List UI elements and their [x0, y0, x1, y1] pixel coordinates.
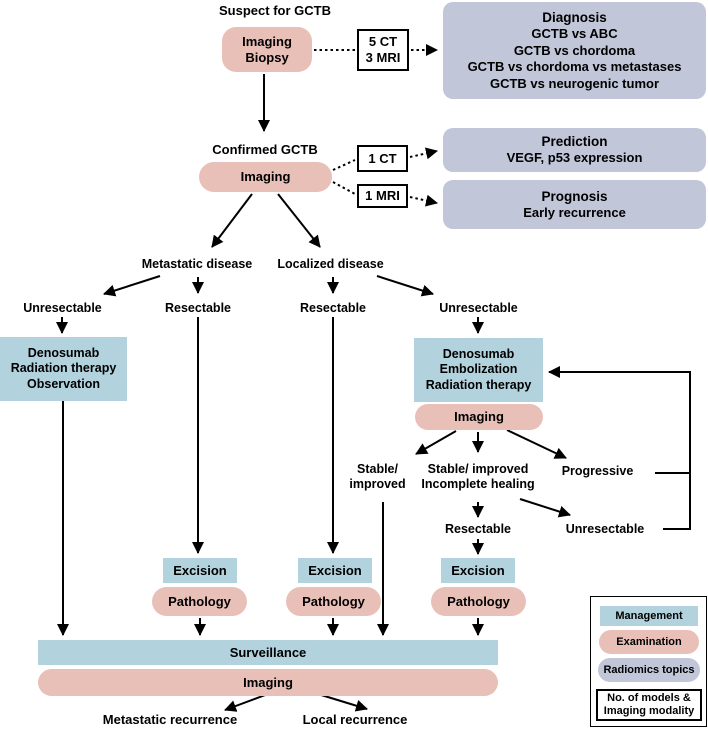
- imaging-label: Imaging: [243, 674, 293, 690]
- pathology-2-node: Pathology: [286, 587, 381, 616]
- legend-modality-line: No. of models &: [607, 692, 691, 704]
- local-recurrence-label: Local recurrence: [302, 712, 408, 727]
- management-right-line: Radiation therapy: [425, 377, 532, 392]
- imaging-followup-node: Imaging: [415, 404, 543, 430]
- metastatic-recurrence-label: Metastatic recurrence: [102, 712, 238, 727]
- unresectable-right-label: Unresectable: [439, 301, 518, 315]
- management-left-box: Denosumab Radiation therapy Observation: [0, 337, 127, 401]
- imaging-label: Imaging: [454, 409, 504, 424]
- diagnosis-line: GCTB vs ABC: [531, 26, 618, 41]
- excision-1-box: Excision: [163, 558, 237, 583]
- pathology-label: Pathology: [168, 593, 231, 609]
- excision-label: Excision: [451, 562, 505, 578]
- mri3-label: 3 MRI: [365, 50, 401, 65]
- stable-incomplete-line: Stable/ improved: [427, 462, 529, 476]
- modality-1mri-node: 1 MRI: [357, 184, 408, 208]
- imaging-biopsy-node: Imaging Biopsy: [222, 27, 312, 72]
- pathology-3-node: Pathology: [431, 587, 526, 616]
- prognosis-line: Early recurrence: [523, 204, 626, 220]
- legend-modality-swatch: No. of models & Imaging modality: [596, 689, 702, 721]
- surveillance-bar: Surveillance: [38, 640, 498, 665]
- localized-disease-label: Localized disease: [277, 257, 384, 271]
- resectable-1-label: Resectable: [164, 301, 231, 315]
- legend-box: Management Examination Radiomics topics …: [590, 596, 707, 727]
- diagnosis-line: GCTB vs chordoma: [513, 42, 636, 58]
- surveillance-label: Surveillance: [229, 644, 307, 660]
- legend-modality-line: Imaging modality: [603, 705, 695, 717]
- diagnosis-line: GCTB vs neurogenic tumor: [489, 75, 660, 91]
- progressive-label: Progressive: [561, 464, 634, 478]
- ct1-label: 1 CT: [368, 150, 397, 166]
- prognosis-box: Prognosis Early recurrence: [443, 180, 706, 229]
- ct5-label: 5 CT: [368, 34, 398, 49]
- diagnosis-title: Diagnosis: [542, 10, 607, 25]
- management-left-line: Denosumab: [27, 345, 100, 360]
- management-left-line: Radiation therapy: [10, 361, 117, 376]
- suspect-gctb-title: Suspect for GCTB: [219, 3, 331, 18]
- excision-3-box: Excision: [441, 558, 515, 583]
- imaging-label: Imaging: [242, 33, 292, 49]
- modality-5ct-3mri-node: 5 CT 3 MRI: [357, 29, 409, 71]
- diagnosis-box: Diagnosis GCTB vs ABC GCTB vs chordoma G…: [443, 2, 706, 99]
- prediction-box: Prediction VEGF, p53 expression: [443, 128, 706, 172]
- imaging-surveillance-bar: Imaging: [38, 669, 498, 696]
- management-right-line: Denosumab: [442, 346, 515, 361]
- stable-incomplete-line: Incomplete healing: [421, 477, 535, 491]
- mri1-label: 1 MRI: [365, 188, 400, 203]
- management-right-line: Embolization: [439, 362, 518, 377]
- imaging-confirmed-node: Imaging: [199, 162, 332, 192]
- stable-improved-line: improved: [349, 477, 406, 491]
- pathology-label: Pathology: [302, 593, 365, 609]
- excision-label: Excision: [308, 562, 362, 578]
- prediction-title: Prediction: [541, 134, 608, 150]
- prediction-line: VEGF, p53 expression: [506, 150, 643, 166]
- prognosis-title: Prognosis: [541, 188, 608, 204]
- pathology-1-node: Pathology: [152, 587, 247, 616]
- modality-1ct-node: 1 CT: [357, 145, 408, 172]
- legend-management-swatch: Management: [600, 606, 698, 626]
- diagnosis-line: GCTB vs chordoma vs metastases: [467, 59, 682, 74]
- pathology-label: Pathology: [447, 593, 510, 609]
- stable-improved-label: Stable/ improved: [340, 462, 415, 492]
- management-left-line: Observation: [27, 376, 100, 391]
- stable-improved-line: Stable/: [357, 462, 398, 476]
- excision-2-box: Excision: [298, 558, 372, 583]
- legend-radiomics-swatch: Radiomics topics: [598, 658, 700, 682]
- legend-examination-swatch: Examination: [599, 630, 699, 654]
- stable-incomplete-label: Stable/ improved Incomplete healing: [403, 462, 553, 492]
- resectable-3-label: Resectable: [444, 522, 511, 536]
- biopsy-label: Biopsy: [245, 49, 289, 65]
- resectable-2-label: Resectable: [299, 301, 366, 315]
- excision-label: Excision: [173, 562, 227, 578]
- imaging-label: Imaging: [240, 169, 291, 184]
- unresectable-left-label: Unresectable: [23, 301, 102, 315]
- management-right-box: Denosumab Embolization Radiation therapy: [414, 338, 543, 402]
- metastatic-disease-label: Metastatic disease: [141, 257, 253, 271]
- confirmed-gctb-title: Confirmed GCTB: [212, 142, 318, 157]
- unresectable-2-label: Unresectable: [565, 522, 645, 536]
